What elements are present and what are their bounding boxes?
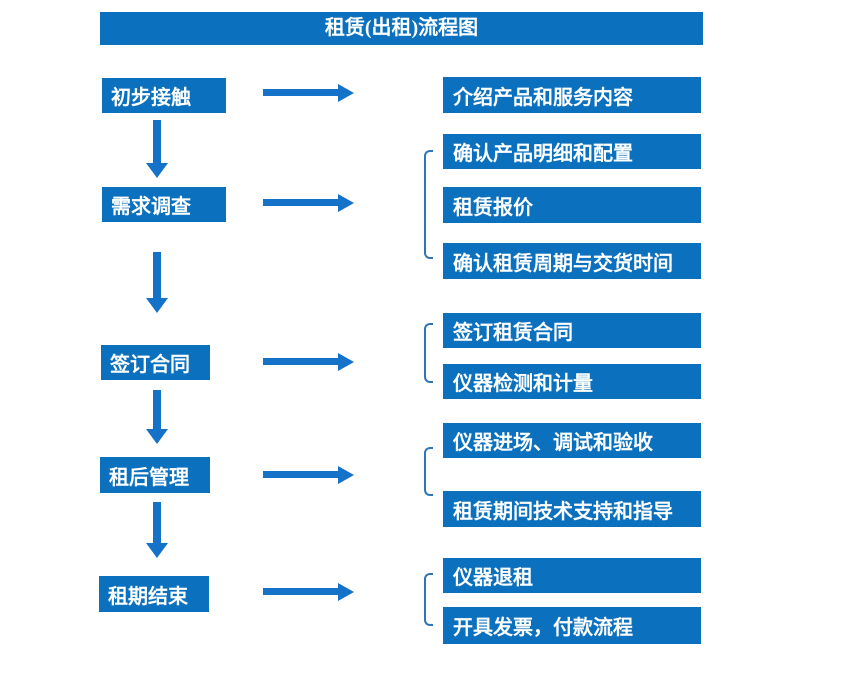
step-box-demand-survey: 需求调查 xyxy=(102,187,226,222)
detail-box-instrument-return: 仪器退租 xyxy=(443,558,701,593)
down-arrow-icon xyxy=(146,252,168,313)
step-box-sign-contract: 签订合同 xyxy=(101,345,210,380)
detail-label: 签订租赁合同 xyxy=(453,322,573,344)
right-arrow-icon xyxy=(263,583,354,601)
group-bracket xyxy=(424,323,433,383)
group-bracket xyxy=(424,150,433,259)
detail-label: 仪器退租 xyxy=(453,567,533,589)
group-bracket xyxy=(424,573,433,626)
detail-label: 开具发票，付款流程 xyxy=(453,617,633,639)
detail-box-sign-rental-contract: 签订租赁合同 xyxy=(443,313,701,348)
detail-box-confirm-rental-period: 确认租赁周期与交货时间 xyxy=(443,243,701,279)
step-label: 租后管理 xyxy=(109,466,189,489)
detail-box-technical-support: 租赁期间技术支持和指导 xyxy=(443,491,701,527)
detail-box-instrument-installation: 仪器进场、调试和验收 xyxy=(443,423,701,458)
detail-label: 确认产品明细和配置 xyxy=(453,143,633,165)
down-arrow-icon xyxy=(146,502,168,558)
right-arrow-icon xyxy=(263,353,354,371)
step-box-post-rental-management: 租后管理 xyxy=(100,457,210,493)
detail-box-invoice-payment: 开具发票，付款流程 xyxy=(443,607,701,644)
step-label: 初步接触 xyxy=(111,87,191,109)
detail-label: 确认租赁周期与交货时间 xyxy=(453,252,673,275)
step-label: 租期结束 xyxy=(108,585,188,608)
step-box-lease-end: 租期结束 xyxy=(99,576,209,612)
down-arrow-icon xyxy=(146,390,168,444)
detail-box-introduce-products: 介绍产品和服务内容 xyxy=(443,77,701,113)
detail-box-rental-quote: 租赁报价 xyxy=(443,187,701,223)
group-bracket xyxy=(424,447,433,496)
step-box-initial-contact: 初步接触 xyxy=(102,78,226,113)
detail-label: 租赁期间技术支持和指导 xyxy=(453,500,673,523)
detail-box-instrument-inspection: 仪器检测和计量 xyxy=(443,364,701,399)
step-label: 签订合同 xyxy=(110,354,190,376)
detail-box-confirm-product-details: 确认产品明细和配置 xyxy=(443,134,701,169)
right-arrow-icon xyxy=(263,466,354,484)
detail-label: 介绍产品和服务内容 xyxy=(453,86,633,109)
down-arrow-icon xyxy=(146,120,168,178)
detail-label: 租赁报价 xyxy=(453,196,533,219)
detail-label: 仪器进场、调试和验收 xyxy=(453,432,653,454)
right-arrow-icon xyxy=(263,194,354,212)
right-arrow-icon xyxy=(263,84,354,102)
step-label: 需求调查 xyxy=(111,196,191,218)
detail-label: 仪器检测和计量 xyxy=(453,373,593,395)
flowchart-title: 租赁(出租)流程图 xyxy=(100,12,703,45)
